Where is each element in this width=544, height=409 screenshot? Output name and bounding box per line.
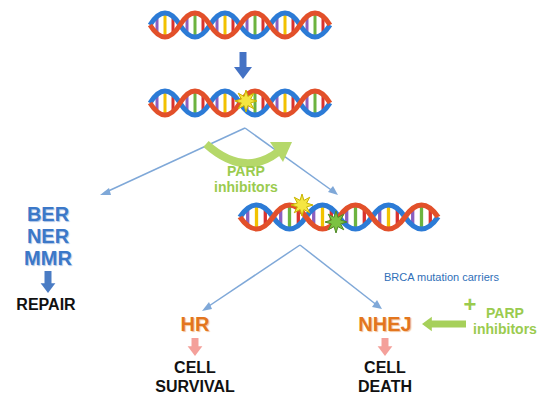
pathway-node: HR [170,312,220,336]
arrow-head [378,346,393,356]
damage-star [235,90,257,112]
note-label: BRCA mutation carriers [384,271,534,284]
arrow [240,52,247,68]
arrow-head [100,188,111,195]
flow-arrow [41,271,56,293]
node-text: CELL DEATH [350,358,420,396]
flow-arrow [422,317,466,332]
dna-helix [150,13,330,37]
node-text: REPAIR [6,295,86,314]
arrow-head [202,302,212,311]
arrow-line [382,338,389,347]
arrow-head [270,142,292,162]
outcome-text: CELL DEATH [350,358,420,396]
curved-arrow [206,144,278,163]
flow-arrow [188,338,203,356]
arrow-line [431,321,466,328]
dna-helix [150,91,330,115]
arrow-head [372,300,382,309]
arrow-line [192,338,199,347]
node-text: NHEJ [350,312,420,336]
arrow-head [234,67,252,79]
drug-node: PARP inhibitors [468,305,542,337]
pathway-node: NHEJ [350,312,420,336]
node-text: BER NER MMR [16,203,80,269]
node-text: HR [170,312,220,336]
repair-pathways: BER NER MMR [16,203,80,269]
arrow-head [41,283,56,293]
branch-line [206,245,300,308]
damage-star [325,211,347,233]
arrow-head [328,186,338,195]
edge-label: + [464,294,477,316]
outcome-text: REPAIR [6,295,86,314]
arrow-head [188,346,203,356]
arrow-head [422,317,432,332]
node-text: CELL SURVIVAL [145,358,245,396]
outcome-text: CELL SURVIVAL [145,358,245,396]
drug-label: PARP inhibitors [208,163,284,195]
damage-star [291,194,313,216]
branch-line [300,245,378,306]
arrow-line [45,271,52,284]
flow-arrow [378,338,393,356]
node-text: PARP inhibitors [468,305,542,337]
